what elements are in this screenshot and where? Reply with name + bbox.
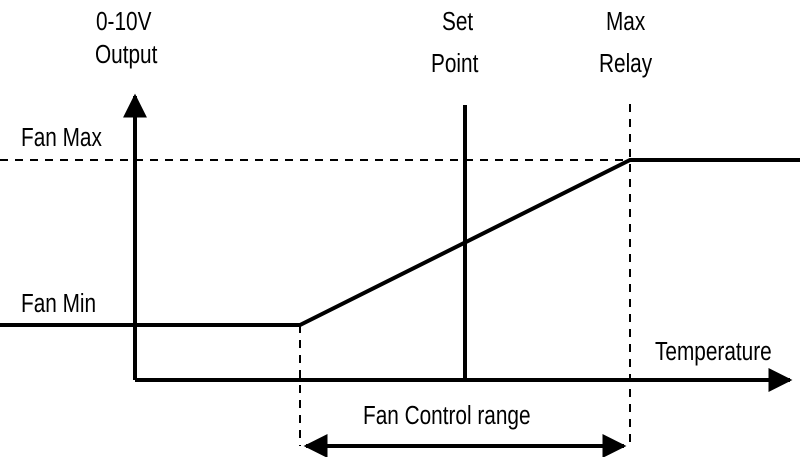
y-axis-label-line2: Output <box>95 40 158 69</box>
set-point-label-line1: Set <box>442 7 474 36</box>
max-relay-label-line2: Relay <box>599 49 652 78</box>
set-point-label-line2: Point <box>431 49 479 78</box>
range-label: Fan Control range <box>363 401 531 430</box>
y-axis-label-line1: 0-10V <box>96 7 152 36</box>
x-axis-label: Temperature <box>655 337 772 366</box>
output-curve <box>0 158 800 327</box>
fan-max-label: Fan Max <box>21 123 102 152</box>
fan-min-label: Fan Min <box>21 289 96 318</box>
max-relay-label-line1: Max <box>606 7 645 36</box>
